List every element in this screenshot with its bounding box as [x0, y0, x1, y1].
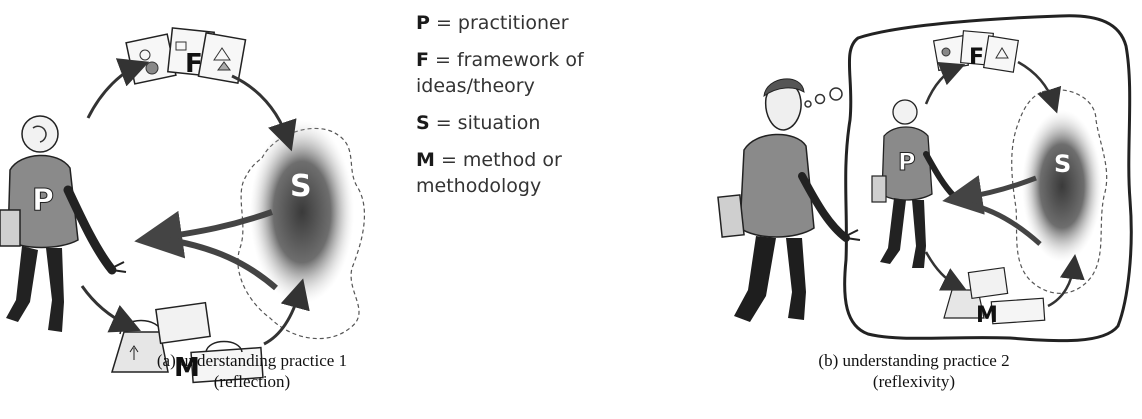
legend: P = practitioner F = framework of ideas/…: [416, 10, 656, 210]
legend-entry-method: M = method or methodology: [416, 147, 656, 199]
situation-label: S: [290, 169, 312, 204]
legend-key: P: [416, 12, 430, 34]
arrow-framework-to-situation: [231, 74, 297, 152]
arrow-method-to-situation: [263, 278, 310, 346]
inner-situation-cloud: [1022, 110, 1102, 262]
caption-subtitle: (reflection): [213, 372, 291, 391]
inner-practitioner-figure: [871, 99, 957, 268]
legend-text: = practitioner: [429, 12, 569, 34]
caption-reflexivity: (b) understanding practice 2 (reflexivit…: [734, 350, 1094, 392]
observer-figure: [717, 78, 861, 322]
inner-framework-label: F: [969, 45, 984, 70]
legend-key: F: [416, 49, 429, 71]
legend-entry-situation: S = situation: [416, 110, 656, 136]
inner-method-label: M: [976, 303, 998, 328]
legend-key: S: [416, 112, 430, 134]
inner-arrow-situation-to-practitioner-lower: [967, 201, 1042, 246]
panel-a-reflection: S F M: [0, 27, 365, 384]
legend-text: = situation: [429, 112, 541, 134]
inner-situation-outline: [1011, 89, 1108, 294]
panel-b-reflexivity: S F P M: [717, 14, 1133, 343]
practitioner-label: P: [32, 183, 54, 218]
inner-situation-label: S: [1054, 150, 1071, 178]
arrow-situation-to-practitioner: [134, 209, 273, 259]
practitioner-figure: [0, 115, 127, 332]
thought-dot-1: [804, 100, 812, 108]
caption-title: (a) understanding practice 1: [156, 351, 348, 370]
inner-method-toolbox: [943, 266, 1046, 325]
framework-label: F: [185, 49, 203, 79]
legend-text: = framework of ideas/theory: [416, 49, 584, 97]
situation-cloud: [250, 120, 354, 304]
thought-bubble-frame: [843, 14, 1133, 343]
inner-arrow-situation-to-practitioner: [942, 175, 1037, 215]
inner-arrow-practitioner-to-method: [924, 251, 967, 291]
inner-practitioner-label: P: [898, 148, 916, 176]
legend-entry-practitioner: P = practitioner: [416, 10, 656, 36]
inner-arrow-practitioner-to-framework: [924, 61, 966, 105]
legend-entry-framework: F = framework of ideas/theory: [416, 47, 656, 99]
caption-subtitle: (reflexivity): [872, 372, 956, 391]
arrow-situation-to-practitioner-lower: [169, 237, 278, 291]
caption-reflection: (a) understanding practice 1 (reflection…: [72, 350, 432, 392]
inner-arrow-framework-to-situation: [1017, 60, 1062, 114]
inner-framework-papers: [932, 30, 1020, 73]
situation-outline: [237, 127, 365, 340]
method-toolbox: [110, 301, 264, 384]
arrow-practitioner-to-framework: [86, 58, 150, 119]
arrow-practitioner-to-method: [80, 285, 141, 333]
inner-arrow-method-to-situation: [1047, 254, 1085, 308]
legend-text: = method or methodology: [416, 149, 562, 197]
method-label: M: [174, 353, 200, 383]
caption-title: (b) understanding practice 2: [818, 351, 1010, 370]
framework-papers: [125, 27, 247, 85]
thought-dot-2: [814, 93, 826, 105]
thought-dot-3: [829, 87, 843, 101]
legend-key: M: [416, 149, 435, 171]
